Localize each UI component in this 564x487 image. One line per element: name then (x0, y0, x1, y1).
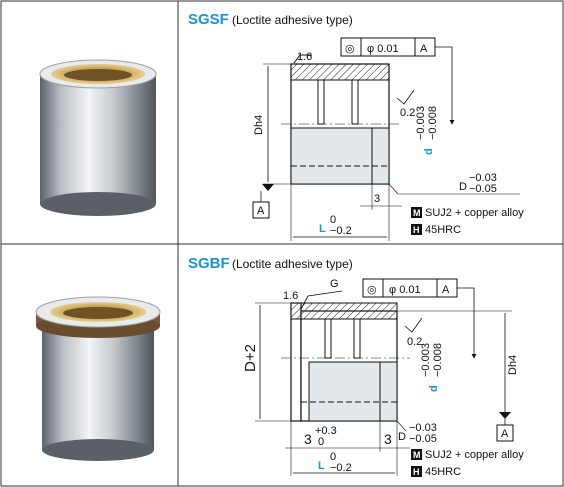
sgbf-datum-box (496, 424, 514, 442)
sgsf-material-text: SUJ2 + copper alloy (425, 207, 524, 219)
sgbf-datum-label: A (501, 428, 509, 440)
sgsf-roughness: 1.6 (297, 51, 312, 63)
hardness-badge-icon (411, 224, 422, 235)
sgsf-d-tol-top: −0.003 (415, 106, 427, 140)
sgsf-material-badge-m: M (413, 208, 421, 218)
sgbf-chamfer: 0.2 (407, 336, 422, 348)
hardness-badge-icon (411, 466, 422, 477)
sgbf-L-tol-top: 0 (330, 451, 336, 463)
sgbf-D-tol-top: −0.03 (409, 422, 437, 434)
sgbf-d-tol-top: −0.003 (420, 343, 432, 377)
sgsf-L-tol-bottom: −0.2 (330, 225, 352, 237)
sgsf-L-letter: L (319, 223, 326, 235)
sgsf-drawing: SGSF (Loctite adhesive type) 1.6 ◎ φ 0.0… (188, 11, 524, 241)
sgsf-chamfer: 0.2 (400, 107, 415, 119)
sgbf-material-badge-m: M (413, 450, 421, 460)
sgbf-d-tol-bottom: −0.008 (432, 343, 444, 377)
sgbf-material-text: SUJ2 + copper alloy (425, 449, 524, 461)
sgbf-tolerance-datum: A (442, 284, 450, 296)
sgbf-hardness-text: 45HRC (425, 466, 461, 478)
sgbf-dplus2: D+2 (242, 344, 259, 372)
sgsf-D-tol-bottom: −0.05 (469, 183, 497, 195)
sgbf-tolerance-frame: ◎ φ 0.01 A (362, 278, 477, 359)
sgbf-flange-val: 3 (304, 431, 312, 447)
sgsf-D-tol-top: −0.03 (469, 172, 497, 184)
sgsf-D-letter: D (459, 181, 467, 193)
material-badge-icon (411, 207, 422, 218)
sgbf-tolerance-value: φ 0.01 (389, 284, 421, 296)
sgbf-L-letter: L (318, 460, 325, 472)
sgbf-D-letter: D (398, 431, 406, 443)
sgbf-flange-tol-top: +0.3 (315, 425, 337, 437)
sgsf-step: 3 (374, 193, 380, 205)
sgbf-groove: G (330, 278, 339, 290)
sgbf-hardness-badge-h: H (413, 467, 420, 477)
sgsf-datum-box (252, 201, 270, 219)
sgsf-tolerance-value: φ 0.01 (367, 43, 399, 55)
sgbf-flange-tol-bottom: 0 (318, 436, 324, 448)
sgbf-title: SGBF (188, 255, 230, 272)
sgsf-datum-label: A (257, 205, 265, 217)
sgsf-hardness-text: 45HRC (425, 224, 461, 236)
sgbf-d-letter: d (428, 385, 440, 392)
sgbf-roughness: 1.6 (283, 290, 298, 302)
sgsf-photo (39, 59, 157, 216)
sgsf-tolerance-datum: A (420, 43, 428, 55)
sgbf-L-tol-bottom: −0.2 (330, 462, 352, 474)
sgsf-dh4: Dh4 (253, 115, 265, 135)
sgbf-step: 3 (384, 431, 392, 447)
sgsf-subtitle: (Loctite adhesive type) (232, 13, 353, 27)
sgsf-hardness-badge-h: H (413, 225, 420, 235)
sgsf-tolerance-frame: ◎ φ 0.01 A (340, 37, 455, 125)
concentricity-icon: ◎ (345, 43, 355, 55)
sgsf-d-letter: d (423, 148, 435, 155)
sgbf-photo (35, 296, 161, 461)
sgbf-D-tol-bottom: −0.05 (409, 433, 437, 445)
concentricity-icon: ◎ (367, 284, 377, 296)
sgbf-drawing: SGBF (Loctite adhesive type) 1.6 G ◎ φ 0… (188, 255, 524, 478)
sgsf-L-tol-top: 0 (330, 214, 336, 226)
sgbf-subtitle: (Loctite adhesive type) (232, 257, 353, 271)
sgbf-dh4: Dh4 (507, 355, 519, 375)
sgsf-title: SGSF (188, 11, 229, 28)
material-badge-icon (411, 449, 422, 460)
sgsf-d-tol-bottom: −0.008 (427, 106, 439, 140)
